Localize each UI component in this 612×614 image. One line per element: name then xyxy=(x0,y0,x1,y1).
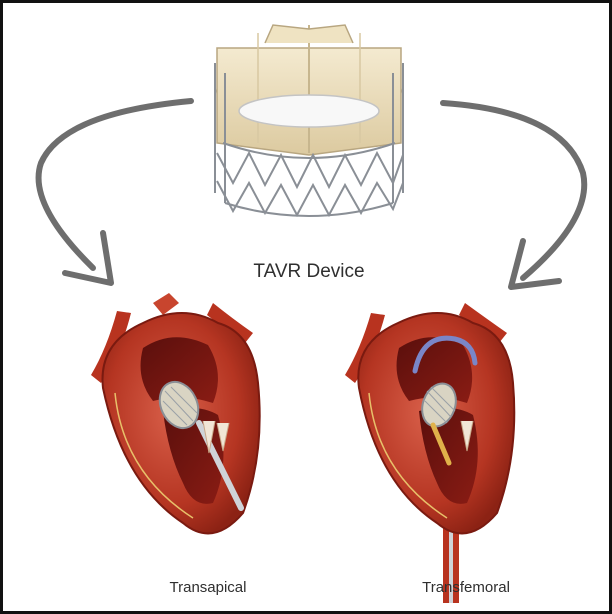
device-label: TAVR Device xyxy=(219,261,399,283)
transfemoral-label: Transfemoral xyxy=(371,579,561,596)
heart-transfemoral-icon xyxy=(345,303,514,603)
tavr-valve-icon xyxy=(215,25,403,216)
curved-arrow-right-icon xyxy=(443,103,584,287)
diagram-canvas xyxy=(3,3,609,611)
curved-arrow-left-icon xyxy=(39,101,191,283)
heart-transapical-icon xyxy=(91,293,260,533)
transapical-label: Transapical xyxy=(113,579,303,596)
